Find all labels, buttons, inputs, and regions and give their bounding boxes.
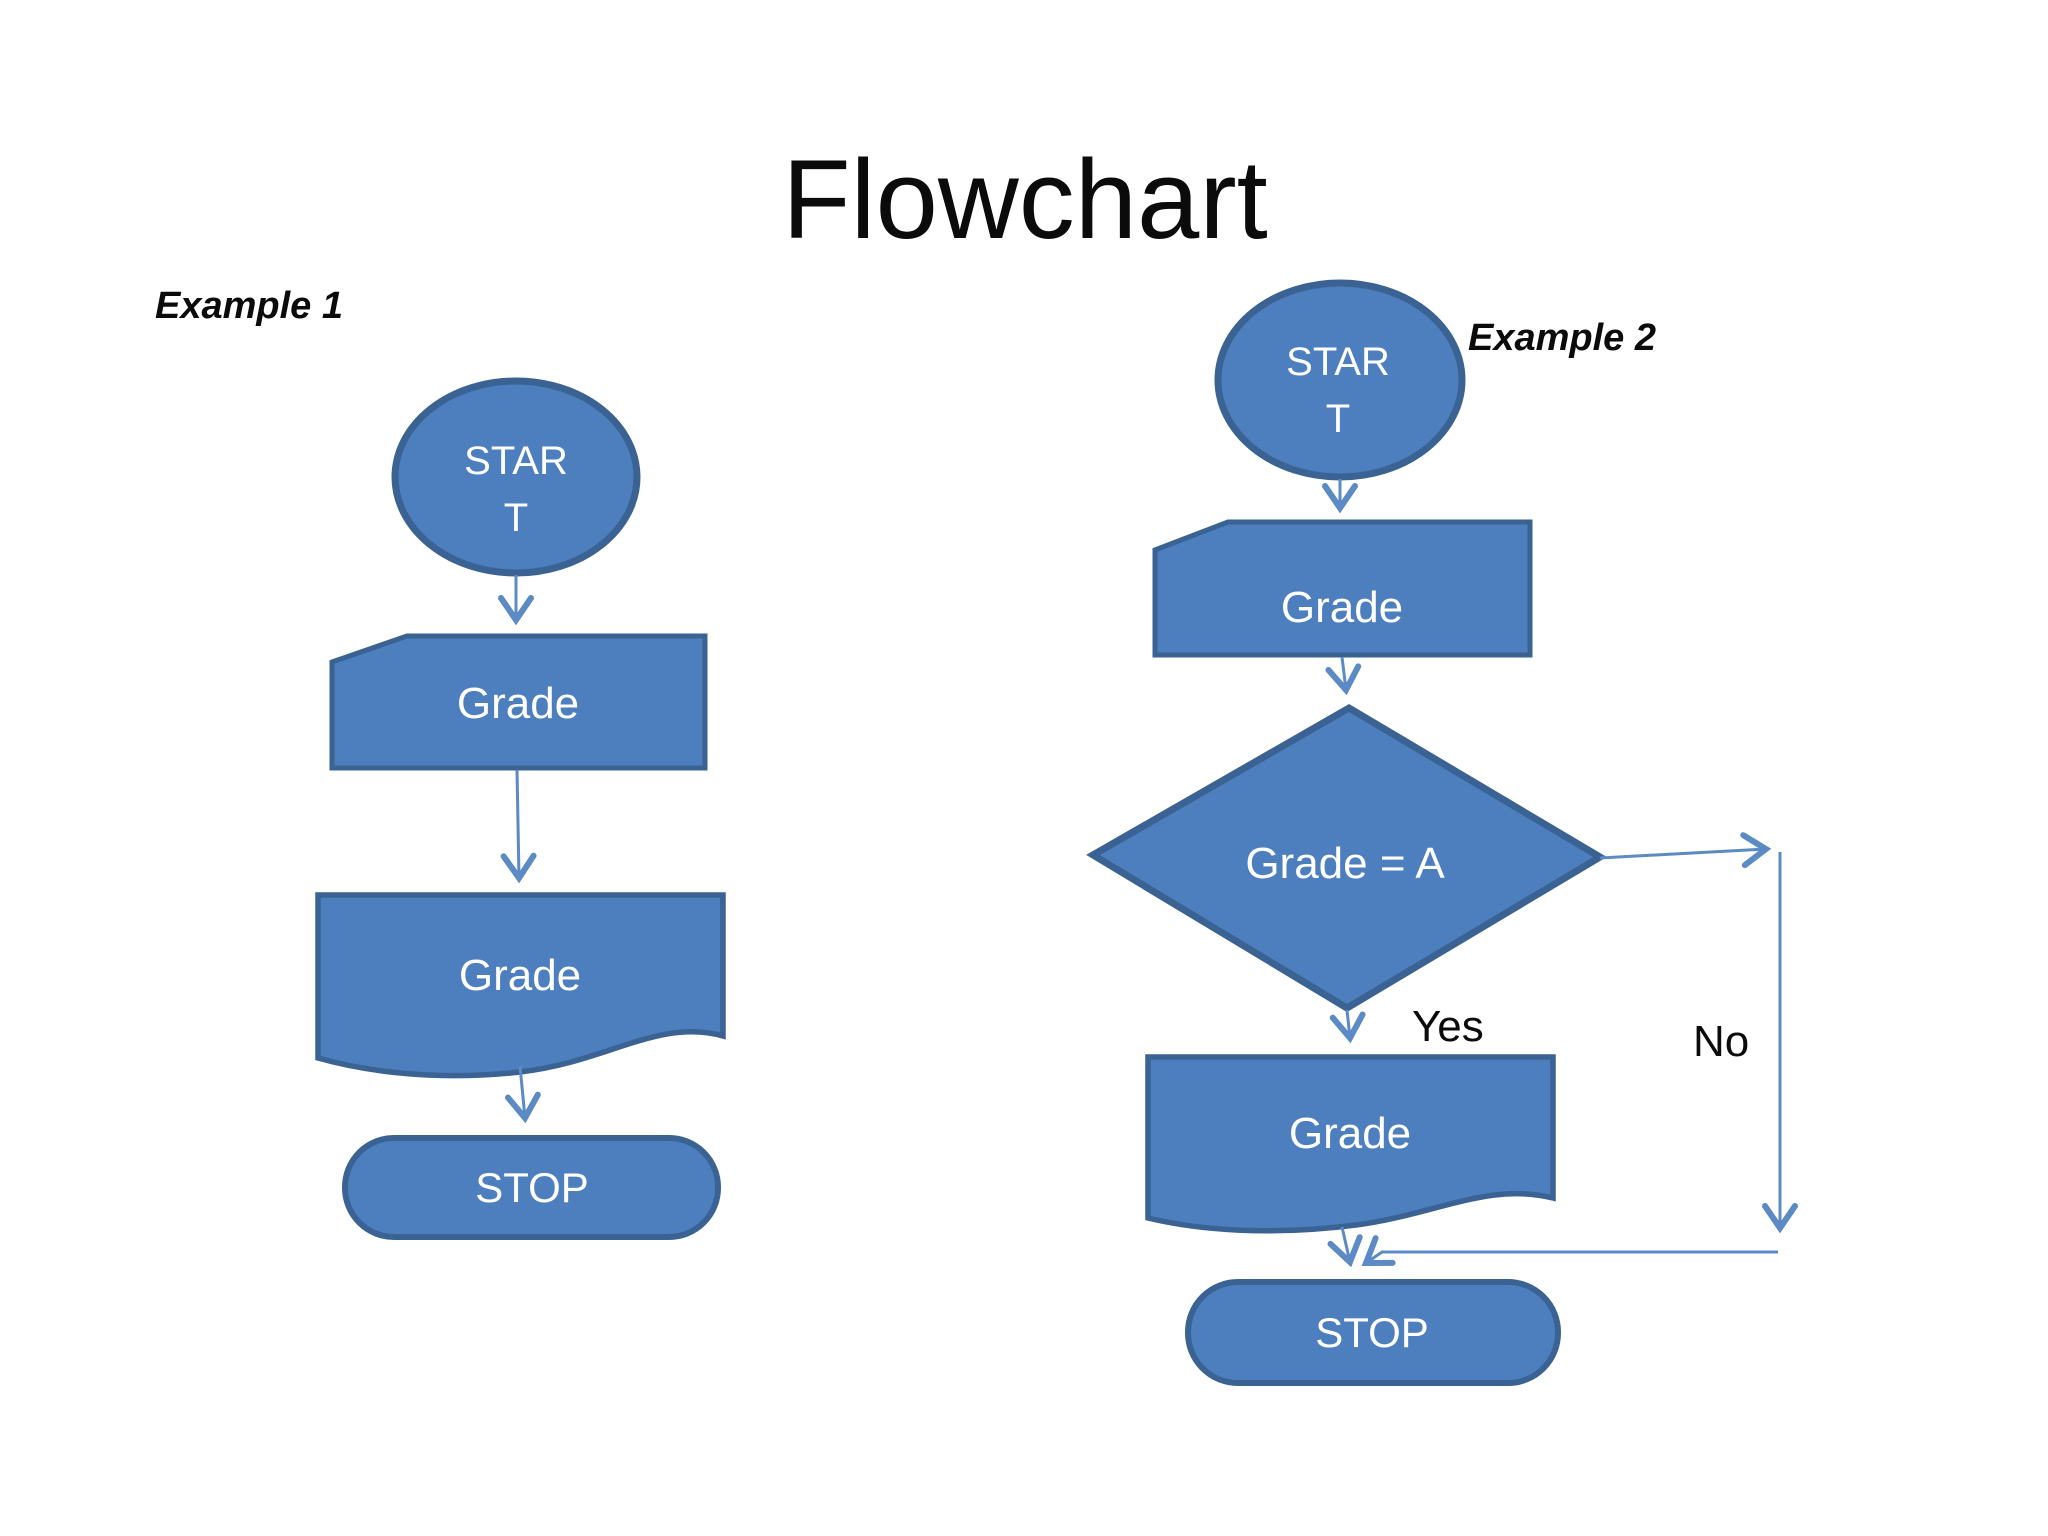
e2-no-branch-left — [1361, 1235, 1778, 1267]
e2-stop-text: STOP — [1315, 1309, 1429, 1356]
e2-decision-text: Grade = A — [1245, 839, 1445, 888]
e1-arrow-input-document — [500, 769, 537, 884]
e2-arrow-decision-document — [1329, 1009, 1366, 1044]
e2-start-terminator — [1214, 279, 1466, 481]
e1-start-text-line2: T — [504, 496, 528, 540]
e1-stop-terminator — [342, 1135, 721, 1240]
e2-document-text: Grade — [1289, 1109, 1411, 1158]
e2-start-text-line1: STAR — [1286, 340, 1390, 384]
e2-document-shape — [1145, 1054, 1556, 1234]
e1-document-text: Grade — [459, 951, 581, 1000]
e2-input-shape — [1152, 519, 1533, 658]
e2-arrow-input-decision — [1325, 656, 1362, 696]
page-title: Flowchart — [782, 137, 1267, 262]
e1-stop-text: STOP — [475, 1164, 589, 1211]
e2-decision-shape — [1086, 703, 1607, 1013]
example2-label: Example 2 — [1468, 317, 1656, 359]
e2-yes-label: Yes — [1412, 1002, 1484, 1051]
example1-label: Example 1 — [155, 285, 343, 327]
e2-input-text: Grade — [1281, 583, 1403, 632]
e2-no-label: No — [1693, 1017, 1749, 1066]
e2-no-branch-right — [1599, 832, 1772, 869]
e2-start-text-line2: T — [1326, 397, 1350, 441]
e1-start-text-line1: STAR — [464, 439, 568, 483]
example1-flow: STAR T Grade Grade STOP — [315, 377, 726, 1240]
example2-flow: STAR T Grade Grade = A Yes No Grade — [1086, 279, 1798, 1386]
e1-arrow-document-stop — [504, 1065, 541, 1124]
e2-arrow-document-stop — [1327, 1226, 1363, 1268]
e1-input-shape — [329, 633, 708, 771]
e1-start-terminator — [391, 377, 641, 577]
e1-input-text: Grade — [457, 679, 579, 728]
e2-stop-terminator — [1185, 1279, 1561, 1386]
